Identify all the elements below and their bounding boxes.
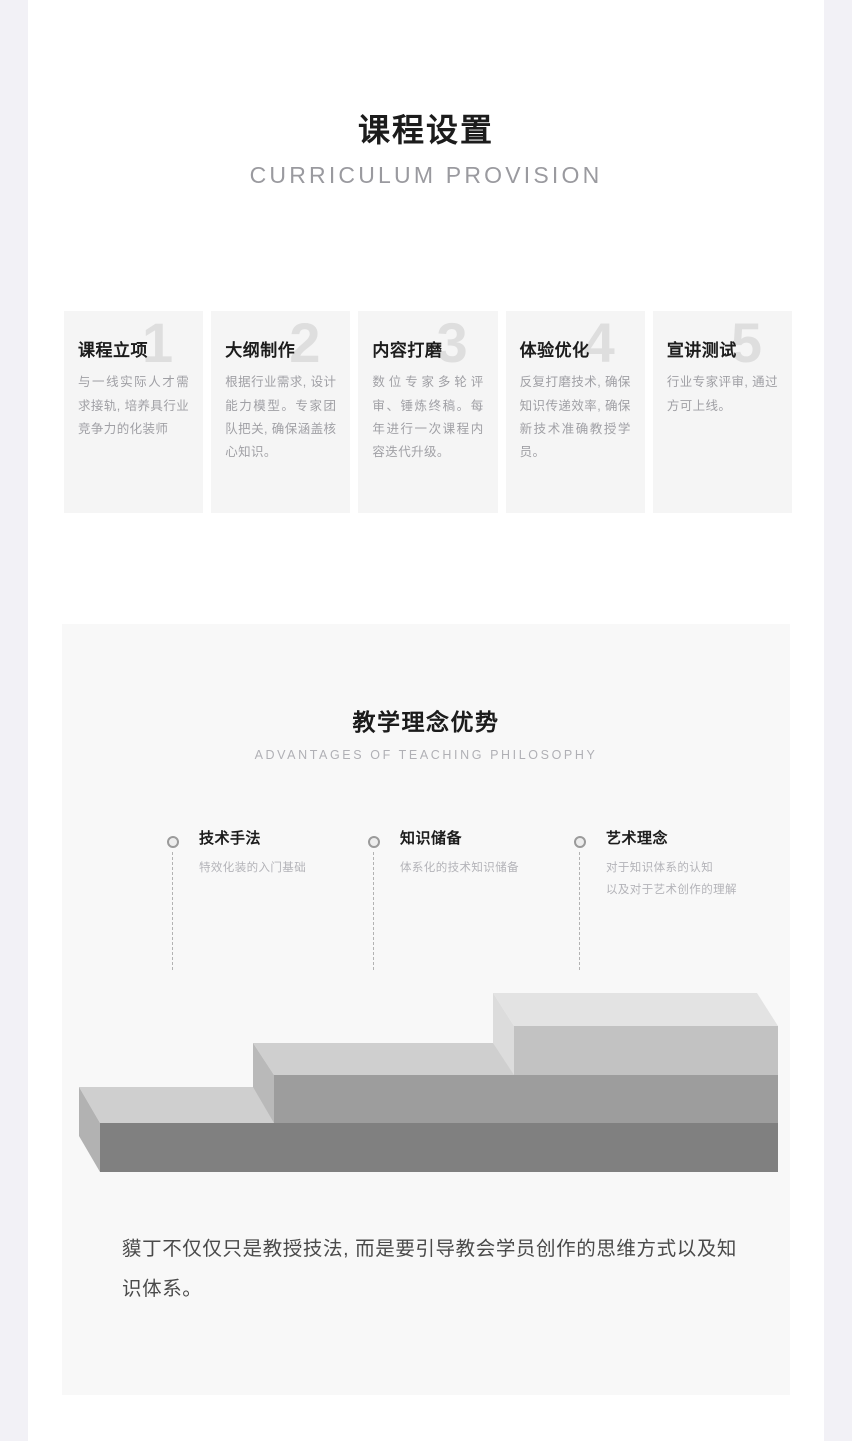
page-subtitle: CURRICULUM PROVISION bbox=[249, 162, 603, 188]
step-title: 内容打磨 bbox=[372, 341, 443, 360]
page-header: 课程设置 CURRICULUM PROVISION bbox=[28, 0, 824, 190]
curriculum-step-card: 1 课程立项 与一线实际人才需求接轨, 培养具行业竞争力的化装师 bbox=[64, 311, 204, 513]
step3-top-face bbox=[493, 993, 778, 1026]
step1-left-face bbox=[79, 1087, 100, 1172]
step-title: 课程立项 bbox=[78, 341, 148, 360]
philosophy-header: 教学理念优势 ADVANTAGES OF TEACHING PHILOSOPHY bbox=[62, 624, 790, 763]
philosophy-closing-statement: 貘丁不仅仅只是教授技法, 而是要引导教会学员创作的思维方式以及知识体系。 bbox=[122, 1238, 738, 1300]
philosophy-milestones: 技术手法 特效化装的入门基础 知识储备 体系化的技术知识储备 艺术理念 对于知识… bbox=[62, 830, 790, 1010]
philosophy-title: 教学理念优势 bbox=[352, 709, 500, 735]
curriculum-steps-list: 1 课程立项 与一线实际人才需求接轨, 培养具行业竞争力的化装师 2 大纲制作 … bbox=[64, 311, 793, 513]
step-number-watermark: 5 bbox=[730, 311, 763, 374]
step2-top-face bbox=[253, 1043, 514, 1075]
milestone-title: 技术手法 bbox=[199, 830, 262, 847]
milestone-text-group: 技术手法 特效化装的入门基础 bbox=[199, 830, 379, 880]
step2-left-face bbox=[253, 1043, 274, 1128]
step2-front-face bbox=[274, 1075, 778, 1123]
curriculum-step-card: 3 内容打磨 数位专家多轮评审、锤炼终稿。每年进行一次课程内容迭代升级。 bbox=[358, 311, 498, 513]
curriculum-step-card: 4 体验优化 反复打磨技术, 确保知识传递效率, 确保新技术准确教授学员。 bbox=[505, 311, 645, 513]
milestone-title: 知识储备 bbox=[400, 830, 463, 847]
step3-front-face bbox=[514, 1026, 778, 1075]
milestone-dashed-connector bbox=[373, 852, 374, 970]
page-canvas: 课程设置 CURRICULUM PROVISION 1 课程立项 与一线实际人才… bbox=[28, 0, 824, 1441]
milestone-text-group: 艺术理念 对于知识体系的认知 以及对于艺术创作的理解 bbox=[606, 830, 786, 901]
step1-top-face bbox=[79, 1087, 274, 1123]
step-description: 行业专家评审, 通过方可上线。 bbox=[666, 375, 779, 413]
milestone-description-line: 特效化装的入门基础 bbox=[199, 861, 307, 874]
philosophy-subtitle: ADVANTAGES OF TEACHING PHILOSOPHY bbox=[254, 747, 598, 762]
step-description: 数位专家多轮评审、锤炼终稿。每年进行一次课程内容迭代升级。 bbox=[372, 375, 484, 459]
step-number-watermark: 2 bbox=[289, 311, 321, 374]
philosophy-panel: 教学理念优势 ADVANTAGES OF TEACHING PHILOSOPHY… bbox=[62, 624, 790, 1395]
step-title: 大纲制作 bbox=[225, 341, 296, 360]
step-number-watermark: 3 bbox=[436, 311, 468, 374]
milestone-dot-icon bbox=[368, 836, 380, 848]
step-description: 根据行业需求, 设计能力模型。专家团队把关, 确保涵盖核心知识。 bbox=[225, 375, 337, 459]
milestone-dot-icon bbox=[167, 836, 179, 848]
step-number-watermark: 1 bbox=[142, 311, 174, 374]
milestone-dot-icon bbox=[574, 836, 586, 848]
step-number-watermark: 4 bbox=[583, 311, 615, 374]
step-description: 反复打磨技术, 确保知识传递效率, 确保新技术准确教授学员。 bbox=[519, 375, 631, 459]
curriculum-step-card: 2 大纲制作 根据行业需求, 设计能力模型。专家团队把关, 确保涵盖核心知识。 bbox=[211, 311, 351, 513]
milestone-dashed-connector bbox=[579, 852, 580, 970]
milestone-text-group: 知识储备 体系化的技术知识储备 bbox=[400, 830, 580, 880]
milestone-description-line: 体系化的技术知识储备 bbox=[400, 861, 519, 874]
milestone-dashed-connector bbox=[172, 852, 173, 970]
page-title: 课程设置 bbox=[357, 112, 494, 148]
step1-front-face bbox=[100, 1123, 778, 1172]
step-title: 宣讲测试 bbox=[666, 341, 737, 360]
isometric-staircase-graphic bbox=[74, 980, 778, 1180]
staircase-svg bbox=[79, 993, 778, 1172]
step-title: 体验优化 bbox=[519, 341, 590, 360]
milestone-description-line: 对于知识体系的认知 bbox=[606, 861, 714, 874]
step-description: 与一线实际人才需求接轨, 培养具行业竞争力的化装师 bbox=[78, 375, 190, 436]
milestone-title: 艺术理念 bbox=[606, 830, 669, 847]
curriculum-step-card: 5 宣讲测试 行业专家评审, 通过方可上线。 bbox=[652, 311, 793, 513]
milestone-description-line: 以及对于艺术创作的理解 bbox=[606, 883, 737, 896]
